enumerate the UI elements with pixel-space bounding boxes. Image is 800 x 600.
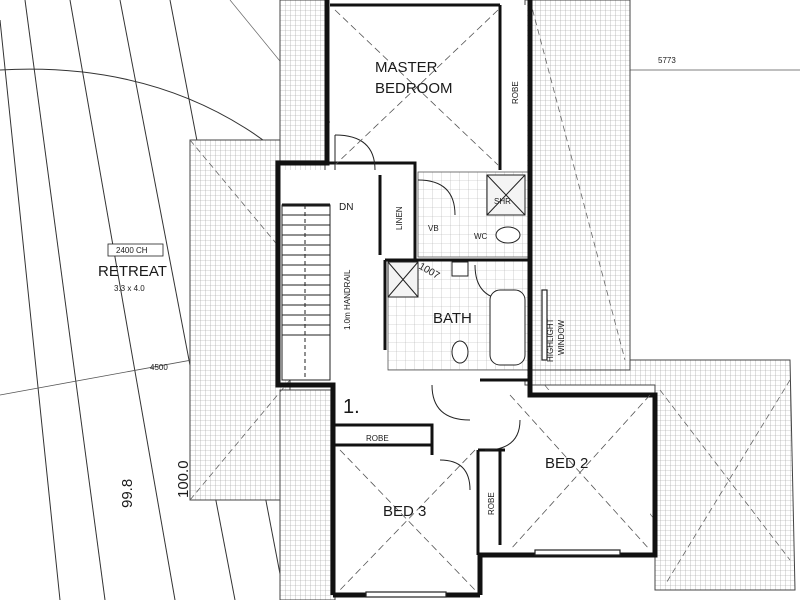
floor-marker: 1. (343, 396, 360, 418)
roof-hip-lines (189, 0, 791, 586)
window-note-line2: WINDOW (557, 319, 566, 355)
robe-master-label: ROBE (511, 81, 520, 104)
bed2-label: BED 2 (545, 455, 588, 472)
shower-label: SHR (494, 197, 511, 206)
retreat-size-label: 3.3 x 4.0 (114, 284, 145, 293)
staircase (281, 204, 331, 381)
robe-bed3-label: ROBE (366, 434, 389, 443)
window-note-line1: HIGHLIGHT (546, 318, 555, 362)
level-100-0: 100.0 (175, 460, 192, 498)
retreat-label: RETREAT (98, 263, 167, 280)
stair-down-label: DN (339, 202, 353, 213)
robe-bed2-label: ROBE (487, 492, 496, 515)
dimension-left-mid: 4500 (150, 363, 168, 372)
wc-label: WC (474, 232, 488, 241)
bath-label: BATH (433, 310, 472, 327)
door-swings (334, 134, 521, 491)
master-bedroom-label-line2: BEDROOM (375, 80, 453, 97)
handrail-label: 1.0m HANDRAIL (343, 269, 352, 330)
interior-walls (282, 3, 530, 555)
vanity-label: VB (428, 224, 439, 233)
windows (365, 289, 621, 598)
room-diagonals (334, 9, 651, 591)
linen-label: LINEN (395, 206, 404, 230)
master-bedroom-label-line1: MASTER (375, 59, 438, 76)
ceiling-height-box (107, 243, 164, 257)
level-99-8: 99.8 (119, 479, 136, 508)
dimension-top-right: 5773 (658, 56, 676, 65)
bed3-label: BED 3 (383, 503, 426, 520)
bathroom-fixtures (387, 174, 526, 366)
retreat-ceiling-label: 2400 CH (116, 246, 148, 255)
